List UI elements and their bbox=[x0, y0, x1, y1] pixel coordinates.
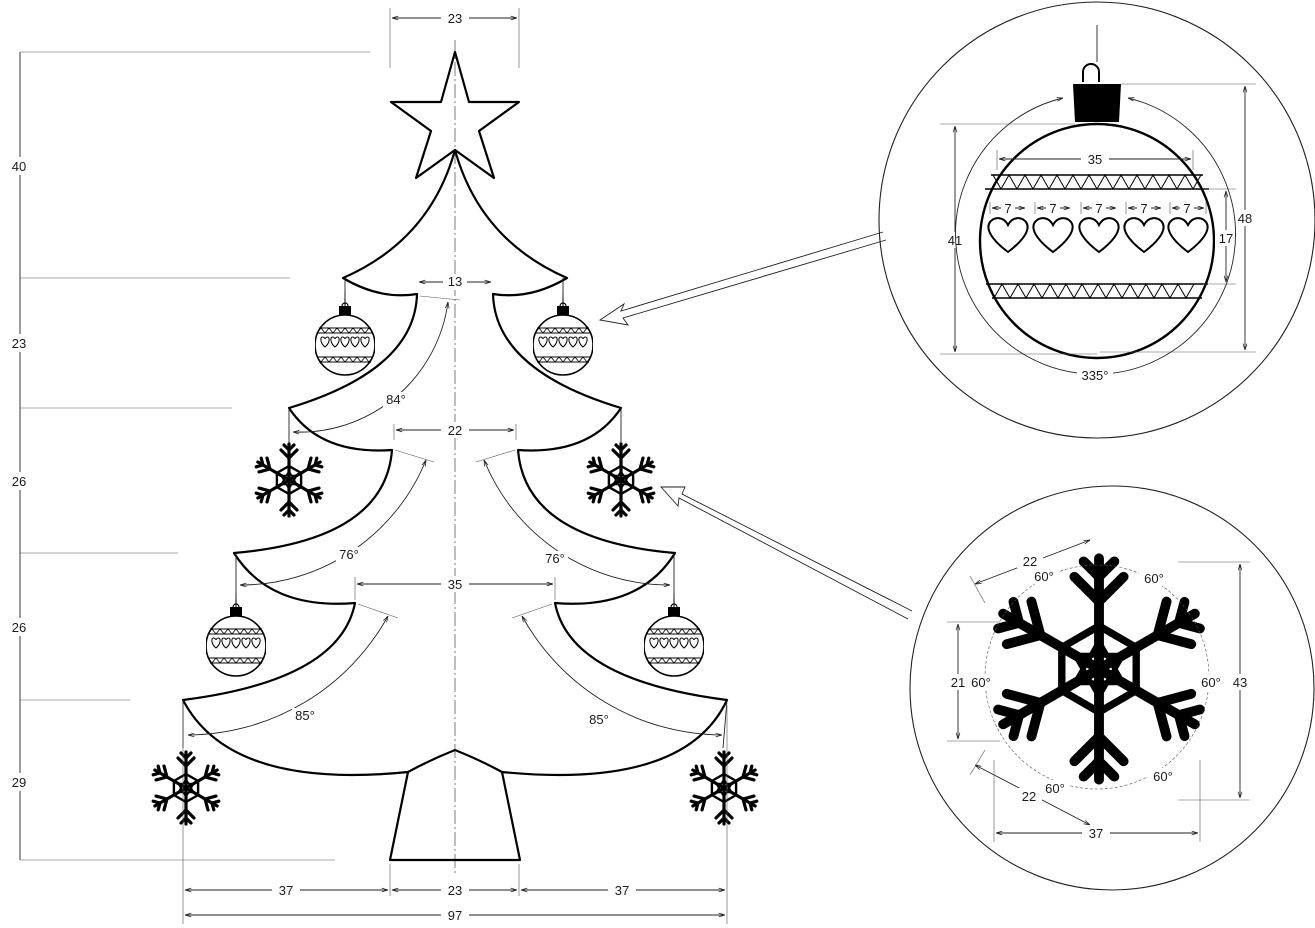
dim-bottom-trunk: 23 bbox=[448, 883, 462, 898]
snowflake-angle-3: 60° bbox=[971, 675, 991, 690]
ornament-heart-1 bbox=[987, 217, 1029, 254]
ornament-arc-angle: 335° bbox=[1082, 368, 1109, 383]
ornament-heart-spacing-3: 7 bbox=[1095, 201, 1102, 216]
angle-tier3-left: 85° bbox=[295, 708, 315, 723]
tree-snowflake-right-top bbox=[586, 444, 656, 516]
ornament-cap bbox=[1073, 84, 1121, 122]
snowflake-angle-5: 60° bbox=[1045, 781, 1065, 796]
ornament-heart-spacing-4: 7 bbox=[1140, 201, 1147, 216]
snowflake-dim-height-right: 43 bbox=[1233, 675, 1247, 690]
angle-tier3-right: 85° bbox=[589, 712, 609, 727]
callout-arrows bbox=[598, 231, 913, 620]
snowflake-angle-2: 60° bbox=[1144, 571, 1164, 586]
dim-overall-width: 97 bbox=[448, 908, 462, 923]
dim-tier4-height: 29 bbox=[12, 775, 26, 790]
ornament-dim-band: 17 bbox=[1219, 231, 1233, 246]
dim-tier3-height: 26 bbox=[12, 620, 26, 635]
ornament-heart-spacing-5: 7 bbox=[1183, 201, 1190, 216]
angle-tier2-left: 76° bbox=[339, 547, 359, 562]
ornament-detail-circle bbox=[878, 1, 1315, 439]
dim-top-width: 23 bbox=[448, 11, 462, 26]
ornament-ball bbox=[978, 122, 1216, 360]
tree-snowflake-left-bottom bbox=[151, 752, 221, 824]
ornament-heart-2 bbox=[1032, 217, 1074, 254]
snowflake-dim-arm-top: 22 bbox=[1023, 554, 1037, 569]
snowflake-angle-6: 60° bbox=[1153, 769, 1173, 784]
ornament-heart-3 bbox=[1078, 217, 1120, 254]
dim-tier2-gap: 22 bbox=[448, 423, 462, 438]
ornament-dim-width: 35 bbox=[1088, 152, 1102, 167]
snowflake-angle-1: 60° bbox=[1034, 569, 1054, 584]
snowflake-dim-height-left: 21 bbox=[951, 675, 965, 690]
snowflake-detail: 22 22 60° 60° 60° 60° 60° 60° 21 43 bbox=[909, 485, 1315, 891]
snowflake-dim-width: 37 bbox=[1089, 826, 1103, 841]
ornament-dim-height-right: 48 bbox=[1238, 211, 1252, 226]
snowflake-dim-arm-bottom: 22 bbox=[1022, 789, 1036, 804]
dim-tier1-gap: 13 bbox=[448, 274, 462, 289]
angle-tier2-right: 76° bbox=[545, 551, 565, 566]
tree-body bbox=[181, 148, 729, 862]
ornament-heart-4 bbox=[1123, 217, 1165, 254]
angle-tier1: 84° bbox=[386, 392, 406, 407]
tree-snowflake-right-bottom bbox=[689, 752, 759, 824]
dim-bottom-left: 37 bbox=[279, 883, 293, 898]
tree-ornament-right-mid bbox=[644, 593, 704, 677]
ornament-heart-spacing-2: 7 bbox=[1049, 201, 1056, 216]
dim-bottom-right: 37 bbox=[615, 883, 629, 898]
dim-tier1-height: 23 bbox=[12, 336, 26, 351]
dim-star-height: 40 bbox=[12, 159, 26, 174]
tree-ornament-left-mid bbox=[206, 593, 266, 677]
ornament-detail: 35 7 7 7 7 7 bbox=[878, 1, 1315, 439]
tree-snowflake-left-top bbox=[254, 444, 324, 516]
ornament-dim-height-left: 41 bbox=[948, 233, 962, 248]
christmas-tree bbox=[181, 40, 729, 875]
ornament-heart-spacing-1: 7 bbox=[1004, 201, 1011, 216]
snowflake-angle-4: 60° bbox=[1201, 675, 1221, 690]
ornament-heart-5 bbox=[1167, 217, 1209, 254]
dim-tier2-height: 26 bbox=[12, 474, 26, 489]
tree-dimensions: 40 23 26 26 29 23 13 22 35 84 bbox=[8, 8, 728, 924]
dim-tier3-gap: 35 bbox=[448, 577, 462, 592]
snowflake-detail-circle bbox=[909, 485, 1315, 891]
tree-ornament-right-top bbox=[533, 292, 593, 376]
tree-ornament-left-top bbox=[315, 292, 375, 376]
snowflake-large bbox=[991, 558, 1207, 779]
